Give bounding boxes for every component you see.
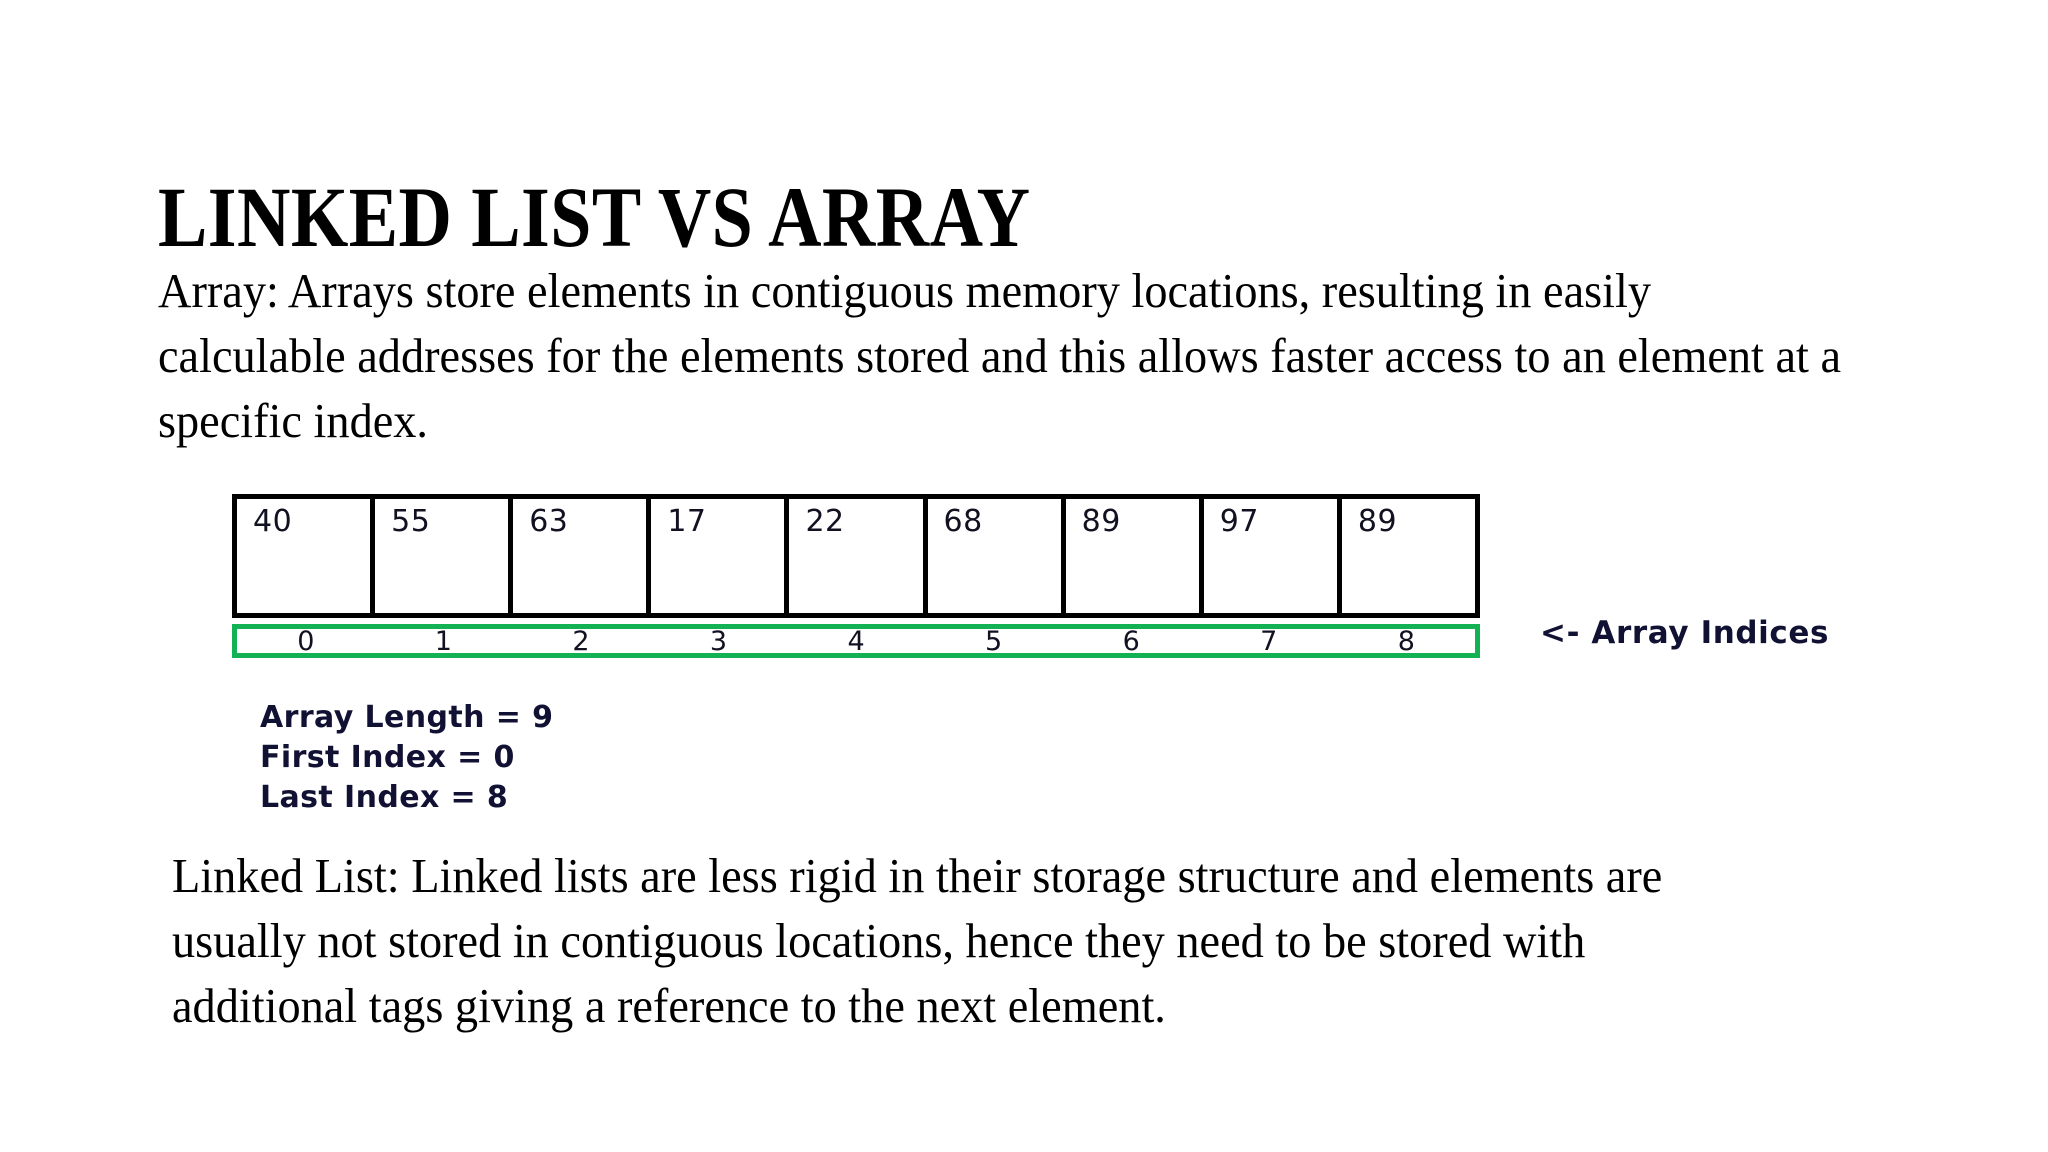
array-cell-value: 97: [1219, 504, 1259, 539]
array-cell: 68: [927, 499, 1066, 613]
array-cell: 17: [651, 499, 790, 613]
array-cell-value: 63: [529, 504, 569, 539]
array-cell-value: 17: [667, 504, 707, 539]
array-index: 5: [985, 625, 1003, 657]
array-index: 7: [1260, 625, 1278, 657]
array-cell-value: 89: [1357, 504, 1398, 539]
array-indices-callout-label: <- Array Indices: [1540, 615, 1830, 651]
array-cell-value: 68: [943, 504, 983, 539]
array-diagram: 40 55 63 17 22 68 89 97: [232, 494, 1480, 658]
array-index: 4: [847, 625, 865, 657]
array-index: 8: [1397, 625, 1415, 657]
array-index: 0: [297, 625, 315, 657]
array-cell: 89: [1065, 499, 1204, 613]
array-index: 2: [572, 625, 590, 657]
array-index: 1: [434, 625, 452, 657]
array-index: 3: [709, 625, 728, 657]
array-cell-row: 40 55 63 17 22 68 89 97: [232, 494, 1480, 618]
paragraph-linked-list: Linked List: Linked lists are less rigid…: [172, 848, 1663, 1033]
array-cell: 40: [237, 499, 376, 613]
array-cell-value: 40: [253, 504, 293, 539]
array-index-bar: 0 1 2 3 4 5 6 7 8: [232, 624, 1480, 658]
array-cell-value: 55: [391, 504, 431, 539]
array-cell: 63: [513, 499, 652, 613]
array-cell: 89: [1341, 499, 1475, 613]
array-index: 6: [1122, 625, 1140, 657]
array-cell: 97: [1203, 499, 1342, 613]
array-stats-block: Array Length = 9 First Index = 0 Last In…: [260, 698, 553, 818]
paragraph-array: Array: Arrays store elements in contiguo…: [158, 263, 1842, 448]
stat-last-index: Last Index = 8: [260, 780, 509, 815]
array-cell-value: 89: [1081, 504, 1121, 539]
page-title: LINKED LIST VS ARRAY: [158, 168, 1031, 265]
stat-first-index: First Index = 0: [260, 740, 515, 775]
stat-array-length: Array Length = 9: [260, 700, 554, 735]
array-cell: 22: [789, 499, 928, 613]
array-cell-value: 22: [805, 504, 845, 539]
array-cell: 55: [375, 499, 514, 613]
